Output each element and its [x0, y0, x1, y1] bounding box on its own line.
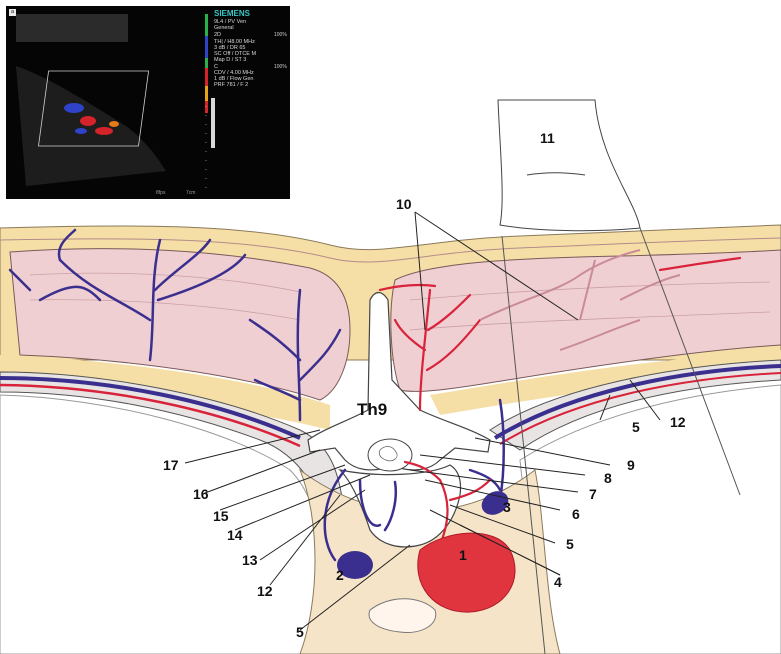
spinal-canal — [368, 439, 412, 471]
label-th9: Th9 — [357, 400, 387, 419]
label-16: 16 — [193, 486, 209, 502]
us-line-11: PRF 781 / F 2 — [214, 82, 248, 88]
label-1: 1 — [459, 547, 467, 563]
label-17: 17 — [163, 457, 179, 473]
label-2: 2 — [336, 567, 344, 583]
label-9: 9 — [627, 457, 635, 473]
label-5-mid: 5 — [566, 536, 574, 552]
us-depth: 7cm — [186, 190, 195, 196]
us-pct-c: 100% — [274, 64, 287, 70]
label-13: 13 — [242, 552, 258, 568]
ultrasound-image — [6, 6, 290, 199]
us-line-3: 2D — [214, 32, 221, 38]
us-line-7: Map D / ST 3 — [214, 57, 246, 63]
label-15: 15 — [213, 508, 229, 524]
label-3: 3 — [503, 499, 511, 515]
label-10: 10 — [396, 196, 412, 212]
us-line-2: General — [214, 25, 234, 31]
ultrasound-brand: SIEMENS — [214, 9, 250, 18]
ultrasound-badge: a — [9, 9, 16, 16]
us-pct-2d: 100% — [274, 32, 287, 38]
label-5-lower: 5 — [296, 624, 304, 640]
label-12-upper: 12 — [670, 414, 686, 430]
us-fps: 8fps — [156, 190, 165, 196]
ultrasound-inset: a SIEMENS 9L4 / PV Ven General 2D 100% T… — [6, 6, 290, 199]
label-12-lower: 12 — [257, 583, 273, 599]
label-14: 14 — [227, 527, 243, 543]
label-7: 7 — [589, 486, 597, 502]
label-8: 8 — [604, 470, 612, 486]
label-5-upper: 5 — [632, 419, 640, 435]
label-4: 4 — [554, 574, 562, 590]
label-11: 11 — [540, 130, 555, 146]
label-6: 6 — [572, 506, 580, 522]
